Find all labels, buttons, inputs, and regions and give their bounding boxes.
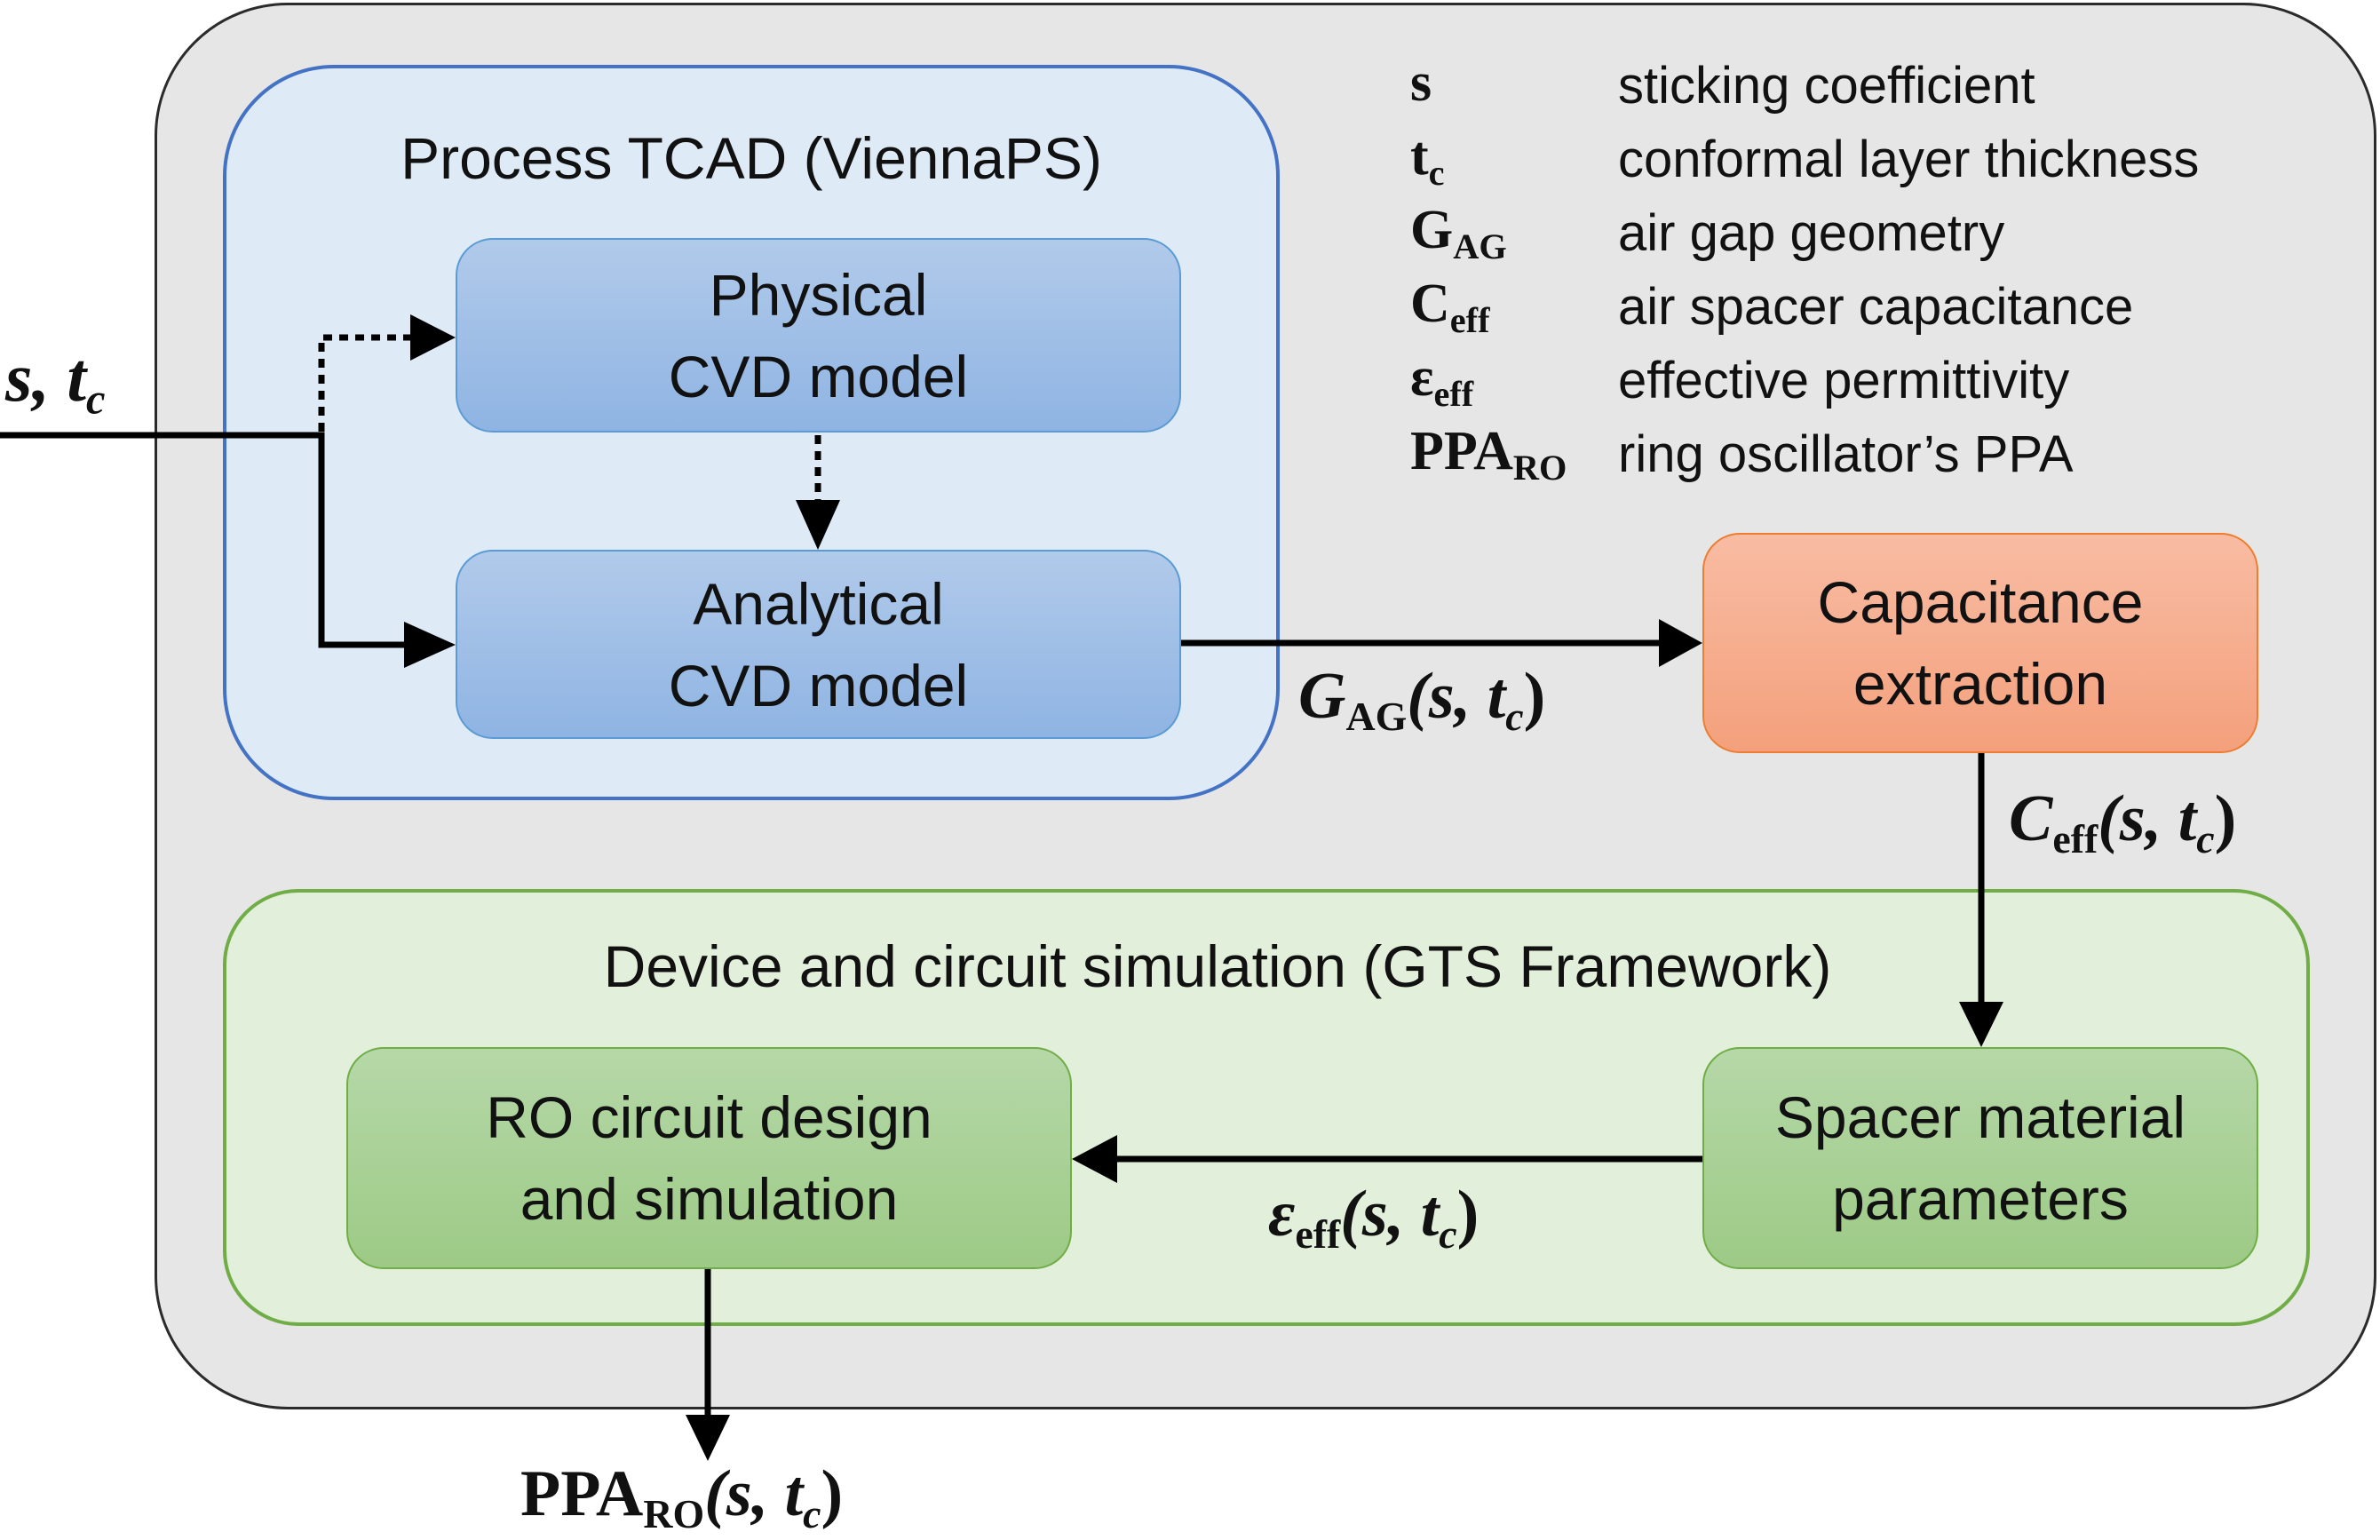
ro-box-line2: and simulation bbox=[520, 1166, 899, 1232]
analytical-box-line2: CVD model bbox=[668, 652, 969, 718]
ro-circuit-design-box: RO circuit design and simulation bbox=[346, 1047, 1072, 1269]
gag-sub: AG bbox=[1345, 693, 1408, 739]
gag-close: ) bbox=[1523, 660, 1546, 733]
physical-box-line2: CVD model bbox=[668, 343, 969, 409]
legend-description: sticking coefficient bbox=[1618, 57, 2035, 115]
legend-symbol-main: s bbox=[1410, 52, 1432, 113]
ppa-sub: RO bbox=[643, 1490, 705, 1536]
ceff-close: ) bbox=[2214, 782, 2237, 855]
legend-symbol-main: PPA bbox=[1410, 420, 1513, 481]
ppa-args: (s, t bbox=[704, 1457, 804, 1530]
device-circuit-title: Device and circuit simulation (GTS Frame… bbox=[603, 933, 1832, 999]
ppa-close: ) bbox=[821, 1457, 844, 1530]
eeff-close: ) bbox=[1456, 1178, 1480, 1250]
input-to-analytical-arrowhead bbox=[404, 622, 456, 668]
gag-args-sub: c bbox=[1505, 693, 1524, 739]
ceff-sub: eff bbox=[2052, 815, 2098, 861]
legend-symbol-sub: eff bbox=[1449, 300, 1490, 341]
legend-symbol-sub: RO bbox=[1512, 448, 1567, 488]
legend-symbol-sub: eff bbox=[1433, 374, 1474, 415]
legend-symbol-main: ε bbox=[1410, 346, 1434, 408]
legend-description: conformal layer thickness bbox=[1618, 131, 2200, 188]
legend-symbol: PPARO bbox=[1410, 420, 1618, 488]
ppa-main: PPA bbox=[520, 1457, 644, 1530]
eeff-main: ε bbox=[1268, 1178, 1296, 1250]
legend-symbol: εeff bbox=[1410, 346, 1618, 415]
eeff-sub: eff bbox=[1295, 1211, 1341, 1257]
spacer-material-parameters-box: Spacer material parameters bbox=[1702, 1047, 2258, 1269]
legend-symbol-main: G bbox=[1410, 199, 1454, 260]
eeff-args-sub: c bbox=[1439, 1211, 1457, 1257]
gag-main: G bbox=[1298, 660, 1346, 733]
gag-args: (s, t bbox=[1407, 660, 1506, 733]
ceff-main: C bbox=[2009, 782, 2053, 855]
legend-symbol: s bbox=[1410, 52, 1618, 120]
capacitance-to-spacer-arrowhead bbox=[1959, 1002, 2003, 1047]
input-label: s, tc bbox=[5, 337, 106, 425]
spacer-box-line1: Spacer material bbox=[1774, 1084, 2186, 1150]
spacer-to-ro-arrowhead bbox=[1072, 1135, 1117, 1183]
physical-box-line1: Physical bbox=[709, 261, 928, 328]
legend-description: air spacer capacitance bbox=[1618, 278, 2134, 336]
analytical-cvd-model-box: Analytical CVD model bbox=[456, 550, 1181, 739]
input-to-physical-dotted-line bbox=[318, 334, 410, 432]
legend-symbol-sub: c bbox=[1428, 153, 1445, 194]
legend-symbol: tc bbox=[1410, 125, 1618, 194]
input-to-physical-arrowhead bbox=[410, 314, 456, 361]
legend-symbol-sub: AG bbox=[1453, 226, 1507, 267]
spacer-box-line2: parameters bbox=[1832, 1166, 2129, 1232]
legend-symbol: Ceff bbox=[1410, 273, 1618, 341]
capacitance-box-line1: Capacitance bbox=[1817, 569, 2144, 635]
legend-row: s sticking coefficient bbox=[1410, 49, 2199, 123]
physical-cvd-model-box: Physical CVD model bbox=[456, 238, 1181, 433]
capacitance-extraction-box: Capacitance extraction bbox=[1702, 533, 2258, 753]
capacitance-box-line2: extraction bbox=[1852, 651, 2108, 717]
ceff-args-sub: c bbox=[2196, 815, 2215, 861]
process-tcad-title: Process TCAD (ViennaPS) bbox=[401, 125, 1102, 191]
legend-description: ring oscillator’s PPA bbox=[1618, 425, 2074, 483]
ro-to-output-arrowhead bbox=[686, 1415, 730, 1461]
ceff-edge-label: Ceff(s, tc) bbox=[2009, 782, 2236, 862]
legend-symbol-main: C bbox=[1410, 273, 1450, 334]
ppa-output-label: PPARO(s, tc) bbox=[520, 1457, 843, 1537]
legend-symbol-main: t bbox=[1410, 125, 1429, 187]
physical-to-analytical-arrowhead bbox=[796, 500, 840, 550]
input-label-sub: c bbox=[86, 376, 106, 424]
gag-edge-label: GAG(s, tc) bbox=[1298, 659, 1545, 740]
legend-symbol: GAG bbox=[1410, 199, 1618, 267]
ppa-args-sub: c bbox=[803, 1490, 821, 1536]
analytical-to-capacitance-arrowhead bbox=[1659, 619, 1702, 667]
legend-description: effective permittivity bbox=[1618, 352, 2070, 409]
ro-box-line1: RO circuit design bbox=[486, 1084, 932, 1150]
eeff-edge-label: εeff(s, tc) bbox=[1268, 1177, 1479, 1258]
legend-description: air gap geometry bbox=[1618, 204, 2005, 262]
input-label-text: s, t bbox=[5, 338, 87, 416]
eeff-args: (s, t bbox=[1340, 1178, 1440, 1250]
ceff-args: (s, t bbox=[2098, 782, 2197, 855]
input-line bbox=[0, 432, 404, 648]
analytical-box-line1: Analytical bbox=[693, 570, 944, 637]
